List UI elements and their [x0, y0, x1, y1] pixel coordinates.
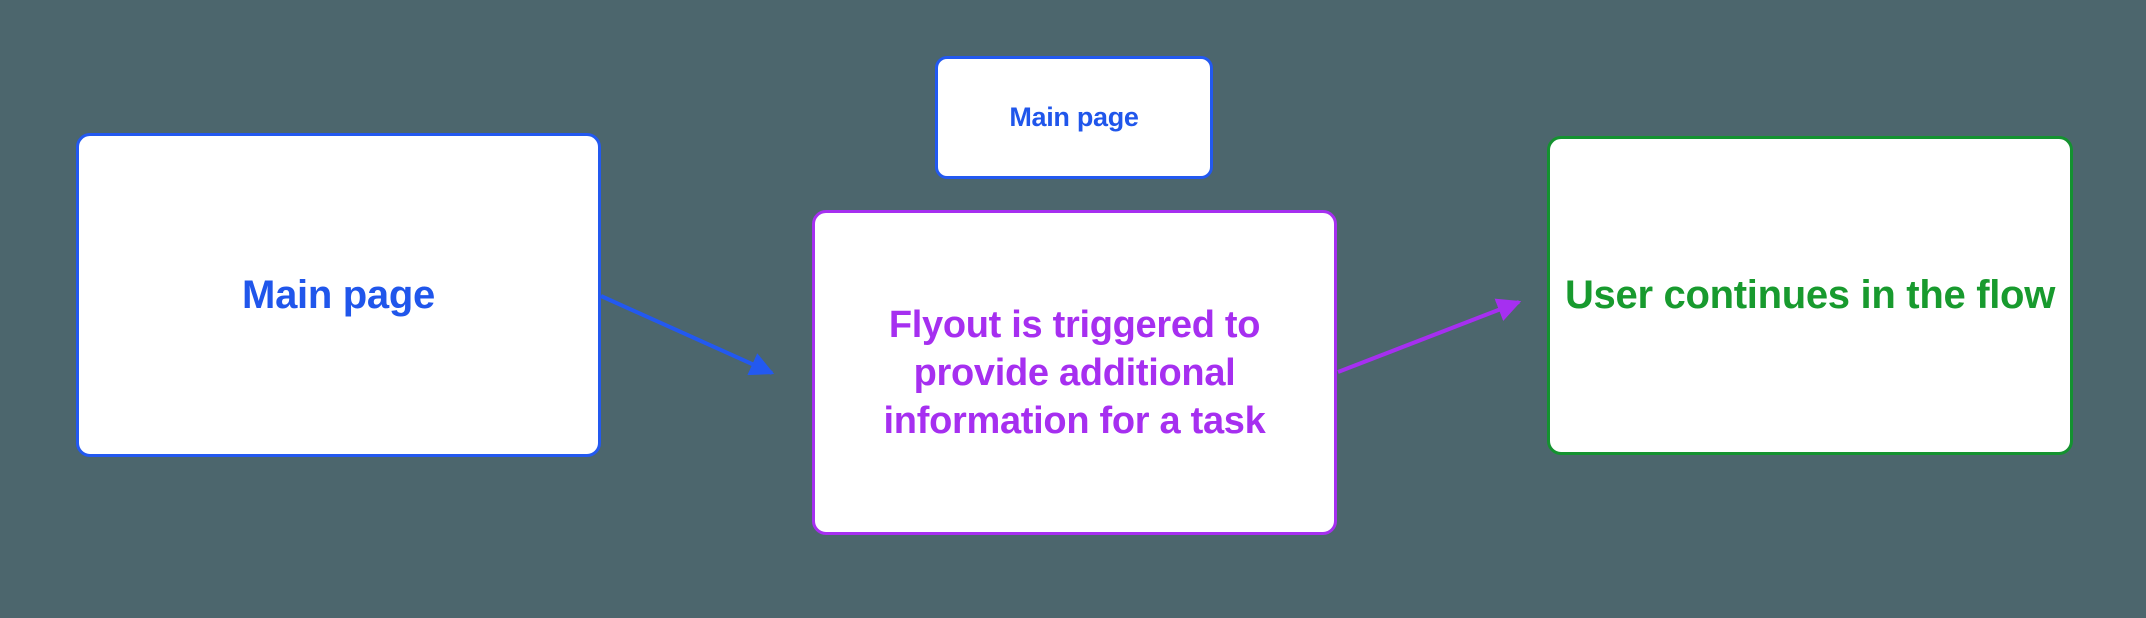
- user-continues-node[interactable]: User continues in the flow: [1547, 136, 2073, 455]
- flyout-node-label-line3: information for a task: [883, 399, 1266, 442]
- main-page-node[interactable]: Main page: [76, 133, 601, 457]
- main-page-node-label: Main page: [242, 272, 435, 317]
- flyout-node-label-line1: Flyout is triggered to: [888, 303, 1261, 346]
- connector-flyout-to-user[interactable]: [1337, 298, 1522, 374]
- user-continues-node-label: User continues in the flow: [1564, 273, 2056, 317]
- main-page-small-node-label: Main page: [1009, 102, 1139, 132]
- flyout-node[interactable]: Flyout is triggered to provide additiona…: [812, 210, 1337, 535]
- connector-main-to-flyout[interactable]: [600, 294, 775, 376]
- flyout-node-label-line2: provide additional: [913, 351, 1236, 394]
- main-page-small-node[interactable]: Main page: [935, 56, 1213, 179]
